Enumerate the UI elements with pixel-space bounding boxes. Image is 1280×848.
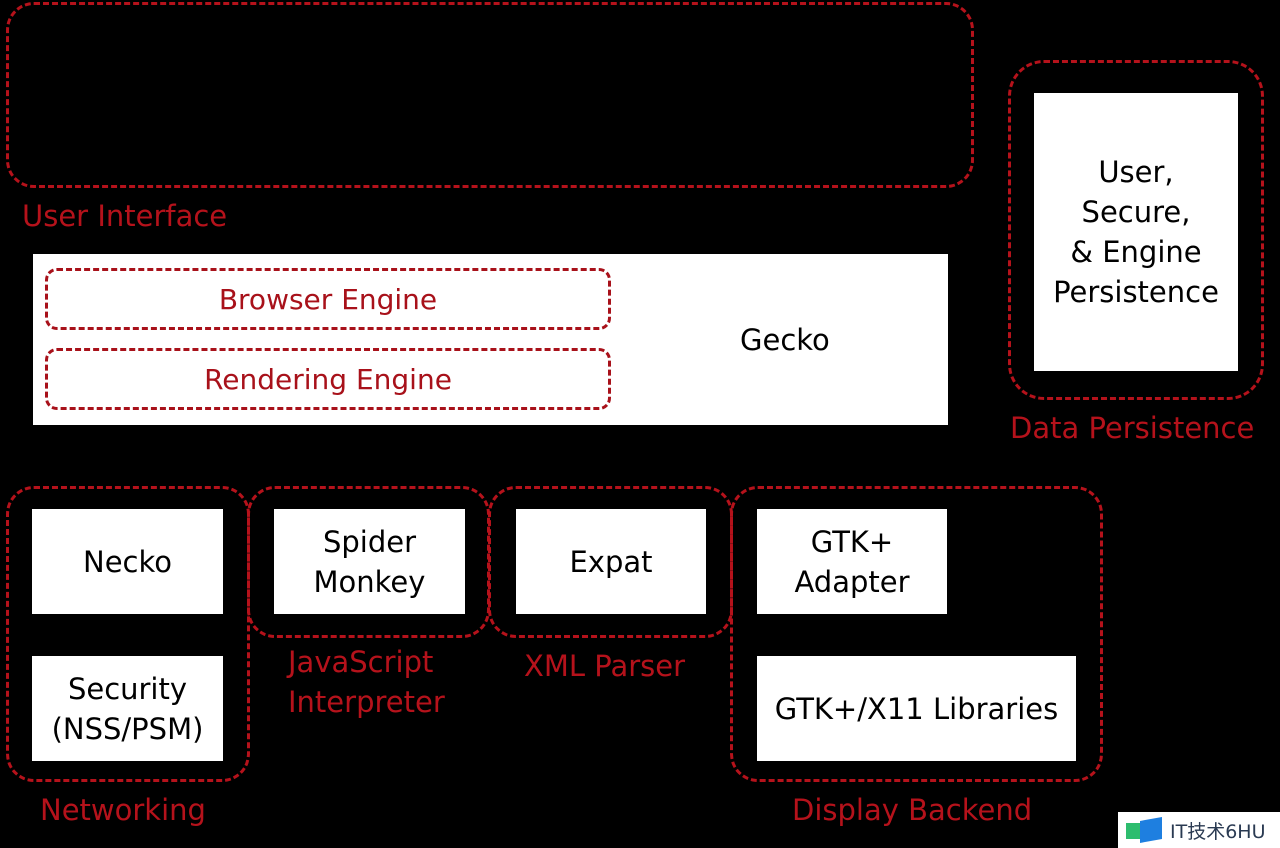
- gtk-adapter-box: GTK+ Adapter: [757, 509, 947, 614]
- watermark-text: IT技术6HU: [1170, 820, 1266, 843]
- gtk-x11-libraries-box: GTK+/X11 Libraries: [757, 656, 1076, 761]
- networking-group: [6, 486, 250, 782]
- xml-parser-label: XML Parser: [524, 649, 686, 683]
- watermark-logo-icon: [1126, 817, 1164, 843]
- javascript-label: JavaScript Interpreter: [288, 645, 445, 719]
- gecko-box: Gecko: [33, 254, 948, 425]
- persistence-box: User, Secure, & Engine Persistence: [1034, 93, 1238, 371]
- data-persistence-group: [1008, 60, 1264, 400]
- necko-box: Necko: [32, 509, 223, 614]
- display-backend-group: [730, 486, 1103, 782]
- spidermonkey-box: Spider Monkey: [274, 509, 465, 614]
- networking-label: Networking: [40, 793, 206, 827]
- data-persistence-label: Data Persistence: [1010, 411, 1255, 445]
- expat-box: Expat: [516, 509, 706, 614]
- browser-engine-box: Browser Engine: [45, 268, 611, 330]
- user-interface-group: [6, 2, 974, 188]
- user-interface-label: User Interface: [22, 199, 228, 233]
- security-box: Security (NSS/PSM): [32, 656, 223, 761]
- watermark: IT技术6HU: [1118, 812, 1280, 848]
- display-backend-label: Display Backend: [792, 793, 1033, 827]
- rendering-engine-box: Rendering Engine: [45, 348, 611, 410]
- gecko-label: Gecko: [740, 323, 830, 357]
